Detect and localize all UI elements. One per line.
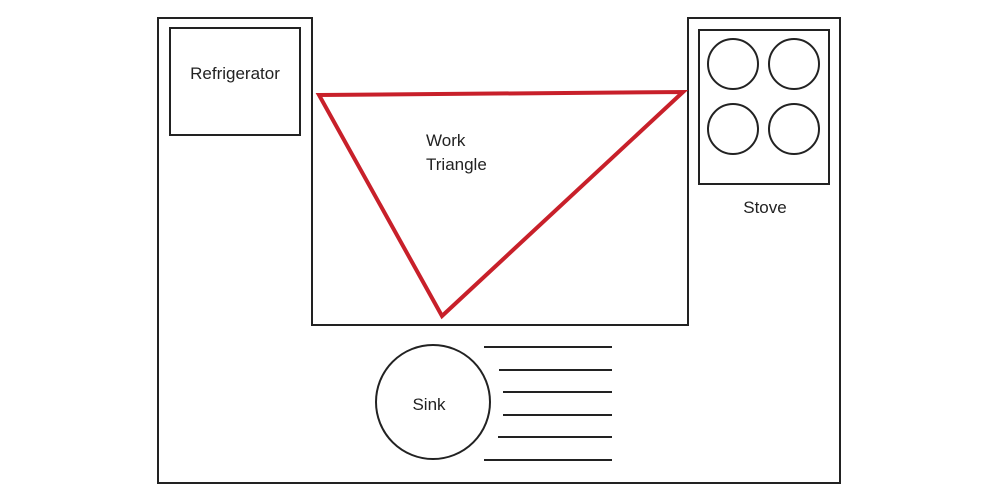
stove: Stove [698, 29, 830, 217]
work-triangle-label-line1: Work [426, 131, 466, 150]
sink-label: Sink [412, 395, 446, 414]
refrigerator: Refrigerator [169, 27, 301, 136]
drainboard [484, 346, 612, 461]
refrigerator-box [169, 27, 301, 136]
stove-label: Stove [743, 198, 786, 217]
burner-top-right [768, 38, 820, 90]
burner-bottom-left [707, 103, 759, 155]
sink: Sink [375, 344, 612, 461]
work-triangle-label-line2: Triangle [426, 155, 487, 174]
work-triangle [315, 89, 689, 320]
refrigerator-label: Refrigerator [190, 64, 280, 83]
burner-bottom-right [768, 103, 820, 155]
kitchen-outline [157, 17, 841, 484]
sink-basin [375, 344, 491, 460]
burner-top-left [707, 38, 759, 90]
stove-box [698, 29, 830, 185]
